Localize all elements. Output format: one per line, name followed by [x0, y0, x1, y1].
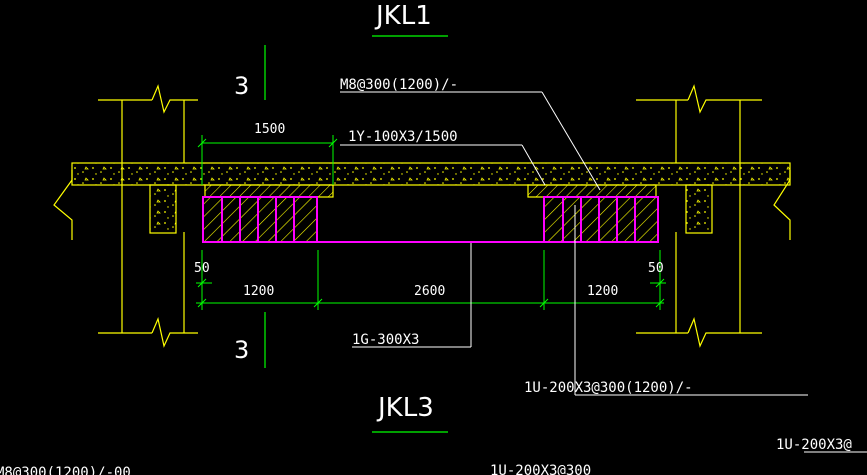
leader-1u [574, 205, 808, 396]
title-top: JKL1 [374, 1, 432, 31]
label-rebar-1g: 1G-300X3 [352, 332, 419, 348]
leader-1g [352, 243, 472, 348]
leader-1y [340, 144, 546, 186]
concrete-slab [71, 162, 791, 234]
dimension-top [197, 135, 338, 185]
label-cut-bottom: 1U-200X3@300 [490, 463, 591, 475]
section-cut-top: 3 [234, 45, 266, 100]
left-wall [98, 84, 198, 348]
left-break-line [53, 170, 73, 240]
dim-mid-span: 2600 [414, 284, 445, 299]
right-angle-group [527, 184, 659, 243]
dimension-bottom [196, 250, 666, 310]
left-angle-group [202, 184, 334, 243]
dim-top-span: 1500 [254, 122, 285, 137]
section-bottom-label: 3 [234, 336, 249, 364]
label-rebar-1u: 1U-200X3@300(1200)/- [524, 380, 693, 396]
leader-mesh [340, 91, 601, 191]
dim-right-span: 1200 [587, 284, 618, 299]
dim-right-offset: 50 [648, 261, 664, 276]
title-bottom: JKL3 [376, 393, 434, 423]
label-cut-left: M8@300(1200)/-00 [0, 465, 131, 475]
right-wall [636, 84, 762, 348]
label-cut-right: 1U-200X3@ [776, 437, 852, 453]
dim-left-span: 1200 [243, 284, 274, 299]
label-rebar-1y: 1Y-100X3/1500 [348, 129, 458, 145]
section-cut-bottom: 3 [234, 312, 266, 368]
section-top-label: 3 [234, 72, 249, 100]
dim-left-offset: 50 [194, 261, 210, 276]
label-mesh-top: M8@300(1200)/- [340, 77, 458, 93]
